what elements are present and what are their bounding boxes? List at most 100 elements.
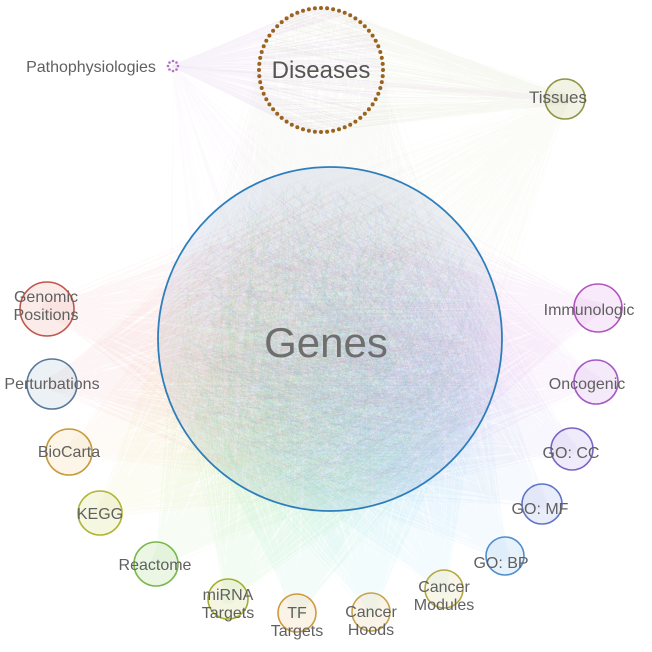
- ring-dot: [258, 55, 263, 60]
- ring-dot: [378, 50, 383, 54]
- label-immunologic[interactable]: Immunologic: [544, 302, 635, 319]
- ring-dot: [380, 61, 385, 66]
- ring-dot: [331, 128, 336, 133]
- ring-dot: [279, 115, 284, 120]
- labels: Genes Diseases PathophysiologiesTissuesGen…: [4, 57, 634, 640]
- ring-dot: [376, 91, 381, 96]
- ring-dot: [295, 10, 300, 15]
- ring-dot: [373, 38, 378, 43]
- ring-dot: [376, 44, 381, 49]
- node-tf_targets[interactable]: [277, 593, 317, 633]
- ring-dot: [373, 97, 378, 102]
- ring-dot: [168, 68, 171, 71]
- ring-dot: [319, 6, 323, 10]
- ring-dot: [312, 6, 317, 11]
- label-diseases[interactable]: Diseases: [272, 57, 371, 84]
- ring-dot: [301, 8, 305, 13]
- edge-bundle-pathophysiologies-diseases: [171, 7, 384, 133]
- node-pathophysiologies[interactable]: [166, 59, 180, 73]
- ring-dot: [166, 64, 170, 68]
- ring-dot: [362, 24, 367, 29]
- edge-bundle-mirna_targets-genes: [172, 181, 485, 605]
- label-go_cc[interactable]: GO: CC: [543, 445, 600, 462]
- edge-bundle-immunologic-genes: [178, 180, 605, 491]
- ring-dot: [275, 24, 280, 29]
- node-oncogenic[interactable]: [573, 359, 619, 405]
- edge-bundle-cancer_modules-genes: [178, 188, 490, 595]
- ring-dot: [378, 86, 383, 90]
- ring-dot: [331, 7, 336, 12]
- ring-dot: [284, 119, 289, 124]
- label-perturbations[interactable]: Perturbations: [4, 376, 99, 393]
- edge-bundle-oncogenic-genes: [175, 178, 602, 495]
- label-biocarta[interactable]: BioCarta: [38, 444, 100, 461]
- ring-dot: [175, 68, 178, 71]
- node-go_cc[interactable]: [550, 427, 594, 471]
- ring-dot: [306, 128, 311, 133]
- node-tissues[interactable]: [544, 78, 586, 120]
- ring-dot: [353, 119, 358, 124]
- ring-dot: [257, 74, 262, 79]
- ring-dot: [370, 102, 375, 107]
- label-reactome[interactable]: Reactome: [119, 557, 192, 574]
- edge-bundles: [38, 7, 605, 619]
- ring-dot: [267, 33, 272, 38]
- label-tissues[interactable]: Tissues: [529, 88, 587, 107]
- node-perturbations[interactable]: [26, 358, 78, 410]
- node-mirna_targets[interactable]: [207, 578, 249, 620]
- label-kegg[interactable]: KEGG: [77, 506, 123, 523]
- ring-dot: [171, 69, 175, 73]
- ring-dot: [319, 130, 323, 134]
- node-go_mf[interactable]: [521, 483, 563, 525]
- edge-bundle-go_cc-genes: [175, 183, 578, 499]
- ring-dot: [267, 102, 272, 107]
- ring-dot: [348, 13, 353, 18]
- ring-dot: [342, 125, 347, 130]
- node-immunologic[interactable]: [573, 283, 623, 333]
- node-genomic_positions[interactable]: [19, 281, 75, 337]
- node-cancer_hoods[interactable]: [351, 592, 391, 632]
- label-pathophysiologies[interactable]: Pathophysiologies: [26, 59, 156, 76]
- ring-dot: [358, 115, 363, 120]
- edge-bundle-genomic_positions-genes: [38, 185, 482, 499]
- ring-dot: [259, 86, 264, 90]
- ring-dot: [261, 44, 266, 49]
- ring-dot: [306, 7, 311, 12]
- label-go_mf[interactable]: GO: MF: [512, 501, 569, 518]
- ring-dot: [261, 91, 266, 96]
- node-go_bp[interactable]: [485, 536, 525, 576]
- label-go_bp[interactable]: GO: BP: [473, 555, 528, 572]
- node-reactome[interactable]: [133, 541, 179, 587]
- ring-dot: [312, 129, 317, 134]
- ring-dot: [257, 68, 261, 72]
- node-biocarta[interactable]: [45, 428, 93, 476]
- label-genes[interactable]: Genes: [264, 319, 388, 366]
- node-diseases[interactable]: [257, 6, 385, 134]
- genes-disc-fill: [158, 167, 502, 511]
- edge-bundle-pathophysiologies-tissues: [171, 64, 569, 103]
- node-kegg[interactable]: [77, 490, 123, 536]
- edge-bundle-tissues-diseases: [258, 7, 571, 133]
- ring-dot: [259, 50, 264, 54]
- ring-dot: [366, 28, 371, 33]
- ring-dot: [381, 68, 385, 72]
- edge-bundle-cancer_hoods-genes: [174, 185, 488, 618]
- ring-dot: [175, 61, 178, 64]
- edge-bundle-reactome-genes: [149, 177, 483, 571]
- ring-dot: [271, 107, 276, 112]
- node-genes[interactable]: [157, 166, 503, 512]
- label-oncogenic[interactable]: Oncogenic: [549, 376, 626, 393]
- node-cancer_modules[interactable]: [424, 569, 464, 609]
- edge-bundle-go_mf-genes: [172, 183, 549, 510]
- ring-dot: [171, 59, 175, 63]
- ring-dot: [284, 16, 289, 21]
- ring-dot: [362, 111, 367, 116]
- ring-dot: [168, 61, 171, 64]
- edge-bundle-tf_targets-genes: [174, 182, 489, 619]
